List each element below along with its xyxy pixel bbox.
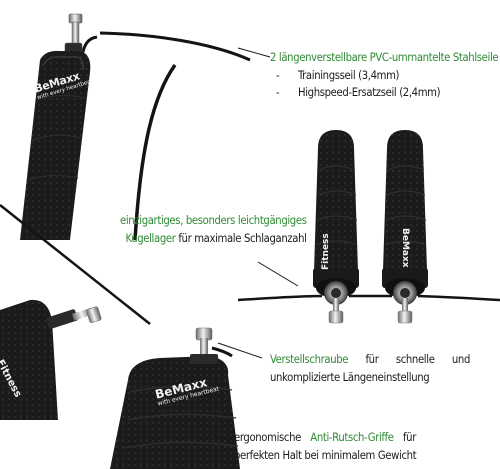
caption-bearing-line1: einzigartiges, besonders leichtgängiges — [120, 214, 307, 227]
caption-cable-title: 2 längenverstellbare PVC-ummantelte Stah… — [270, 51, 499, 64]
caption-screw-line2: unkomplizierte Längeneinstellung — [270, 371, 430, 384]
bullet-dash: - — [276, 69, 280, 82]
brand-label-pair: BeMaxx — [400, 228, 410, 268]
caption-cable-item: - Trainingsseil (3,4mm) — [270, 68, 498, 83]
caption-bearing: einzigartiges, besonders leichtgängiges … — [120, 213, 307, 246]
caption-cable-item: - Highspeed-Ersatzseil (2,4mm) — [270, 85, 498, 100]
caption-screw-word: und — [451, 353, 470, 366]
fitness-label-pair: Fitness — [321, 233, 331, 270]
caption-cable: 2 längenverstellbare PVC-ummantelte Stah… — [270, 50, 499, 100]
rope-arc — [133, 63, 177, 241]
handles-pair — [313, 130, 428, 324]
caption-grip-word: ergonomische — [234, 431, 301, 444]
handle-top-left — [20, 13, 98, 241]
rope-diagonal — [0, 204, 151, 325]
caption-grip-line2: perfekten Halt bei minimalem Gewicht — [234, 449, 417, 462]
leader-line-grip — [213, 434, 233, 443]
caption-screw-word: schnelle — [395, 353, 435, 366]
bullet-dash: - — [276, 86, 280, 99]
leader-line-bearing — [257, 261, 299, 287]
caption-screw-highlight: Verstellschraube — [270, 353, 349, 366]
caption-bearing-line2: Kugellager für maximale Schlaganzahl — [120, 231, 307, 246]
caption-screw: Verstellschraube für schnelle und unkomp… — [270, 352, 470, 385]
leader-line-screw — [217, 342, 263, 359]
rope-top — [99, 31, 251, 62]
handle-bottom-center — [110, 327, 240, 469]
caption-cable-item-text: Highspeed-Ersatzseil (2,4mm) — [298, 86, 441, 99]
caption-grip-line1: ergonomische Anti-Rutsch-Griffe für — [234, 430, 416, 445]
caption-screw-word: für — [365, 353, 379, 366]
handle-bottom-left — [0, 299, 102, 420]
rope-horizontal — [237, 294, 323, 302]
caption-grip-word: für — [402, 431, 416, 444]
caption-bearing-highlight: Kugellager — [125, 232, 176, 245]
caption-bearing-rest: für maximale Schlaganzahl — [178, 232, 307, 245]
caption-screw-line1: Verstellschraube für schnelle und — [270, 352, 470, 367]
caption-grip-highlight: Anti-Rutsch-Griffe — [310, 431, 394, 444]
leader-line-cable — [237, 47, 271, 58]
caption-cable-item-text: Trainingsseil (3,4mm) — [298, 69, 400, 82]
caption-grip: ergonomische Anti-Rutsch-Griffe für perf… — [234, 430, 417, 463]
